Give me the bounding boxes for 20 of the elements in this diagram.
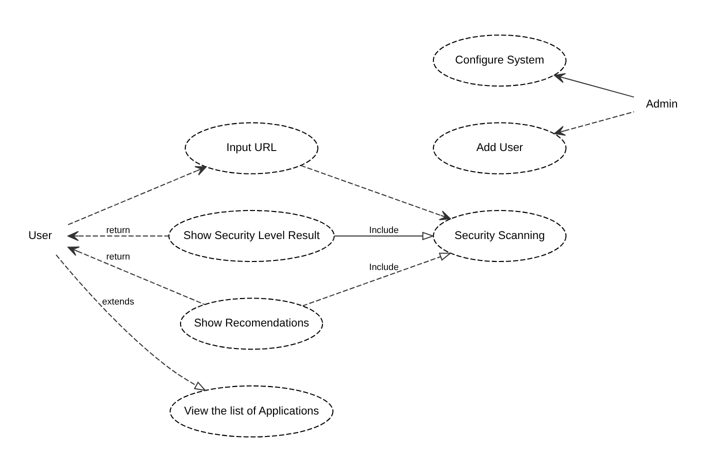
edge-label: Include: [369, 262, 399, 272]
arrow: [68, 166, 207, 226]
node-text: User: [28, 230, 52, 242]
arrow: [56, 254, 207, 392]
edge-label: return: [106, 225, 130, 236]
arrow: [554, 111, 634, 136]
arrow: [68, 246, 205, 305]
arrow: [334, 232, 435, 240]
arrow: [68, 230, 169, 242]
arrow: [302, 252, 452, 306]
edge-label: extends: [102, 296, 134, 307]
edge-label: Include: [369, 225, 399, 236]
node-ellipse: View the list of Applications: [170, 385, 334, 438]
arrow: [554, 73, 634, 98]
node-ellipse: Input URL: [184, 122, 318, 174]
node-ellipse: Show Security Level Result: [168, 210, 335, 262]
node-text: Admin: [646, 98, 678, 110]
arrow: [300, 165, 451, 220]
node-ellipse: Show Recomendations: [180, 298, 324, 350]
edge-label: return: [106, 252, 130, 262]
